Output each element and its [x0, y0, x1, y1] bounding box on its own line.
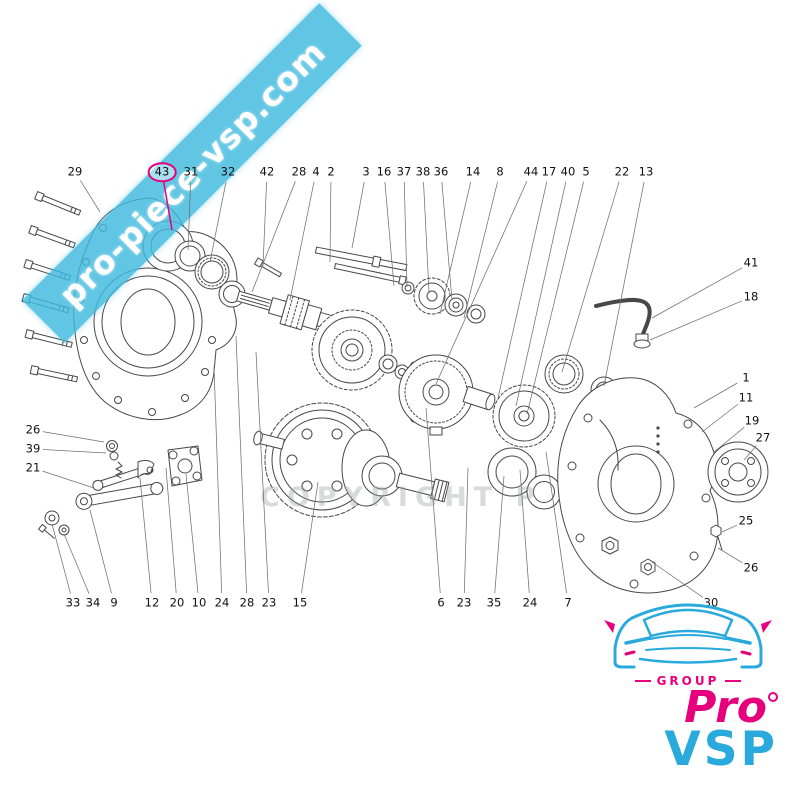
leader-line-17	[497, 181, 548, 399]
selector-rod	[333, 263, 407, 286]
leader-line-3	[351, 181, 365, 249]
right-housing	[557, 377, 719, 594]
logo-text-vsp: VSP	[664, 721, 778, 777]
leader-line-8	[463, 181, 498, 319]
logo-wordmark: Pro VSP	[592, 682, 784, 777]
leader-line-23	[255, 351, 269, 594]
copyright-watermark: COPYRIGHT P	[260, 482, 543, 513]
leader-line-31	[187, 181, 191, 251]
breather-pipe	[594, 297, 652, 349]
differential-assembly	[253, 402, 450, 518]
leader-line-43	[162, 181, 173, 231]
group-rule-left	[634, 680, 651, 682]
cover-bolt	[710, 524, 723, 551]
leader-line-23	[463, 467, 469, 594]
pin-bolt	[254, 257, 283, 278]
drain-plug-2	[640, 558, 656, 576]
roller-cylinder	[462, 385, 496, 411]
leader-line-7	[545, 451, 567, 594]
leader-line-19	[713, 427, 745, 453]
leader-line-24	[213, 365, 223, 594]
leader-line-41	[651, 267, 743, 319]
leader-line-13	[603, 181, 645, 387]
leader-line-40	[515, 181, 567, 407]
side-cover	[707, 441, 769, 551]
leader-line-18	[649, 300, 742, 341]
leader-line-11	[701, 403, 739, 433]
leader-line-26	[717, 547, 743, 564]
leader-line-26	[42, 431, 105, 443]
synchro-hub	[398, 354, 474, 436]
brand-logo: GROUP Pro VSP	[592, 578, 784, 772]
shift-linkage	[38, 440, 203, 539]
leader-line-38	[423, 181, 430, 293]
leader-line-28	[251, 181, 296, 293]
leader-line-28	[235, 335, 247, 594]
leader-line-37	[403, 181, 408, 288]
leader-line-32	[209, 181, 227, 263]
group-rule-right	[725, 680, 742, 682]
logo-text-pro: Pro	[684, 682, 767, 733]
logo-group-row: GROUP	[592, 674, 784, 688]
leader-line-25	[721, 524, 738, 533]
leader-line-36	[441, 181, 453, 301]
output-gear	[492, 384, 556, 448]
leader-line-34	[63, 533, 90, 594]
leader-line-42	[262, 181, 267, 267]
leader-line-10	[185, 473, 199, 594]
leader-line-14	[439, 181, 472, 315]
leader-line-16	[384, 181, 395, 287]
leader-line-30	[651, 561, 704, 598]
center-gear	[311, 309, 423, 391]
leader-line-12	[139, 477, 152, 594]
leader-line-33	[51, 523, 71, 594]
leader-line-44	[435, 180, 528, 385]
leader-line-2	[329, 181, 332, 263]
leader-line-24	[519, 469, 530, 594]
leader-line-6	[425, 407, 441, 594]
leader-line-39	[42, 449, 107, 454]
car-front-icon	[604, 603, 772, 669]
small-gear-set	[401, 277, 486, 324]
leader-line-15	[301, 481, 319, 594]
leader-line-4	[289, 181, 315, 301]
leader-line-22	[561, 181, 620, 373]
logo-group-label: GROUP	[656, 674, 720, 688]
leader-line-21	[42, 470, 95, 489]
leader-line-35	[494, 475, 505, 594]
leader-line-5	[526, 181, 584, 415]
leader-line-9	[89, 509, 112, 594]
drain-plug	[601, 536, 619, 555]
logo-dot	[768, 692, 778, 702]
leader-line-27	[743, 445, 757, 461]
leader-line-1	[693, 382, 738, 409]
leader-line-29	[79, 180, 101, 213]
leader-line-20	[165, 467, 177, 594]
